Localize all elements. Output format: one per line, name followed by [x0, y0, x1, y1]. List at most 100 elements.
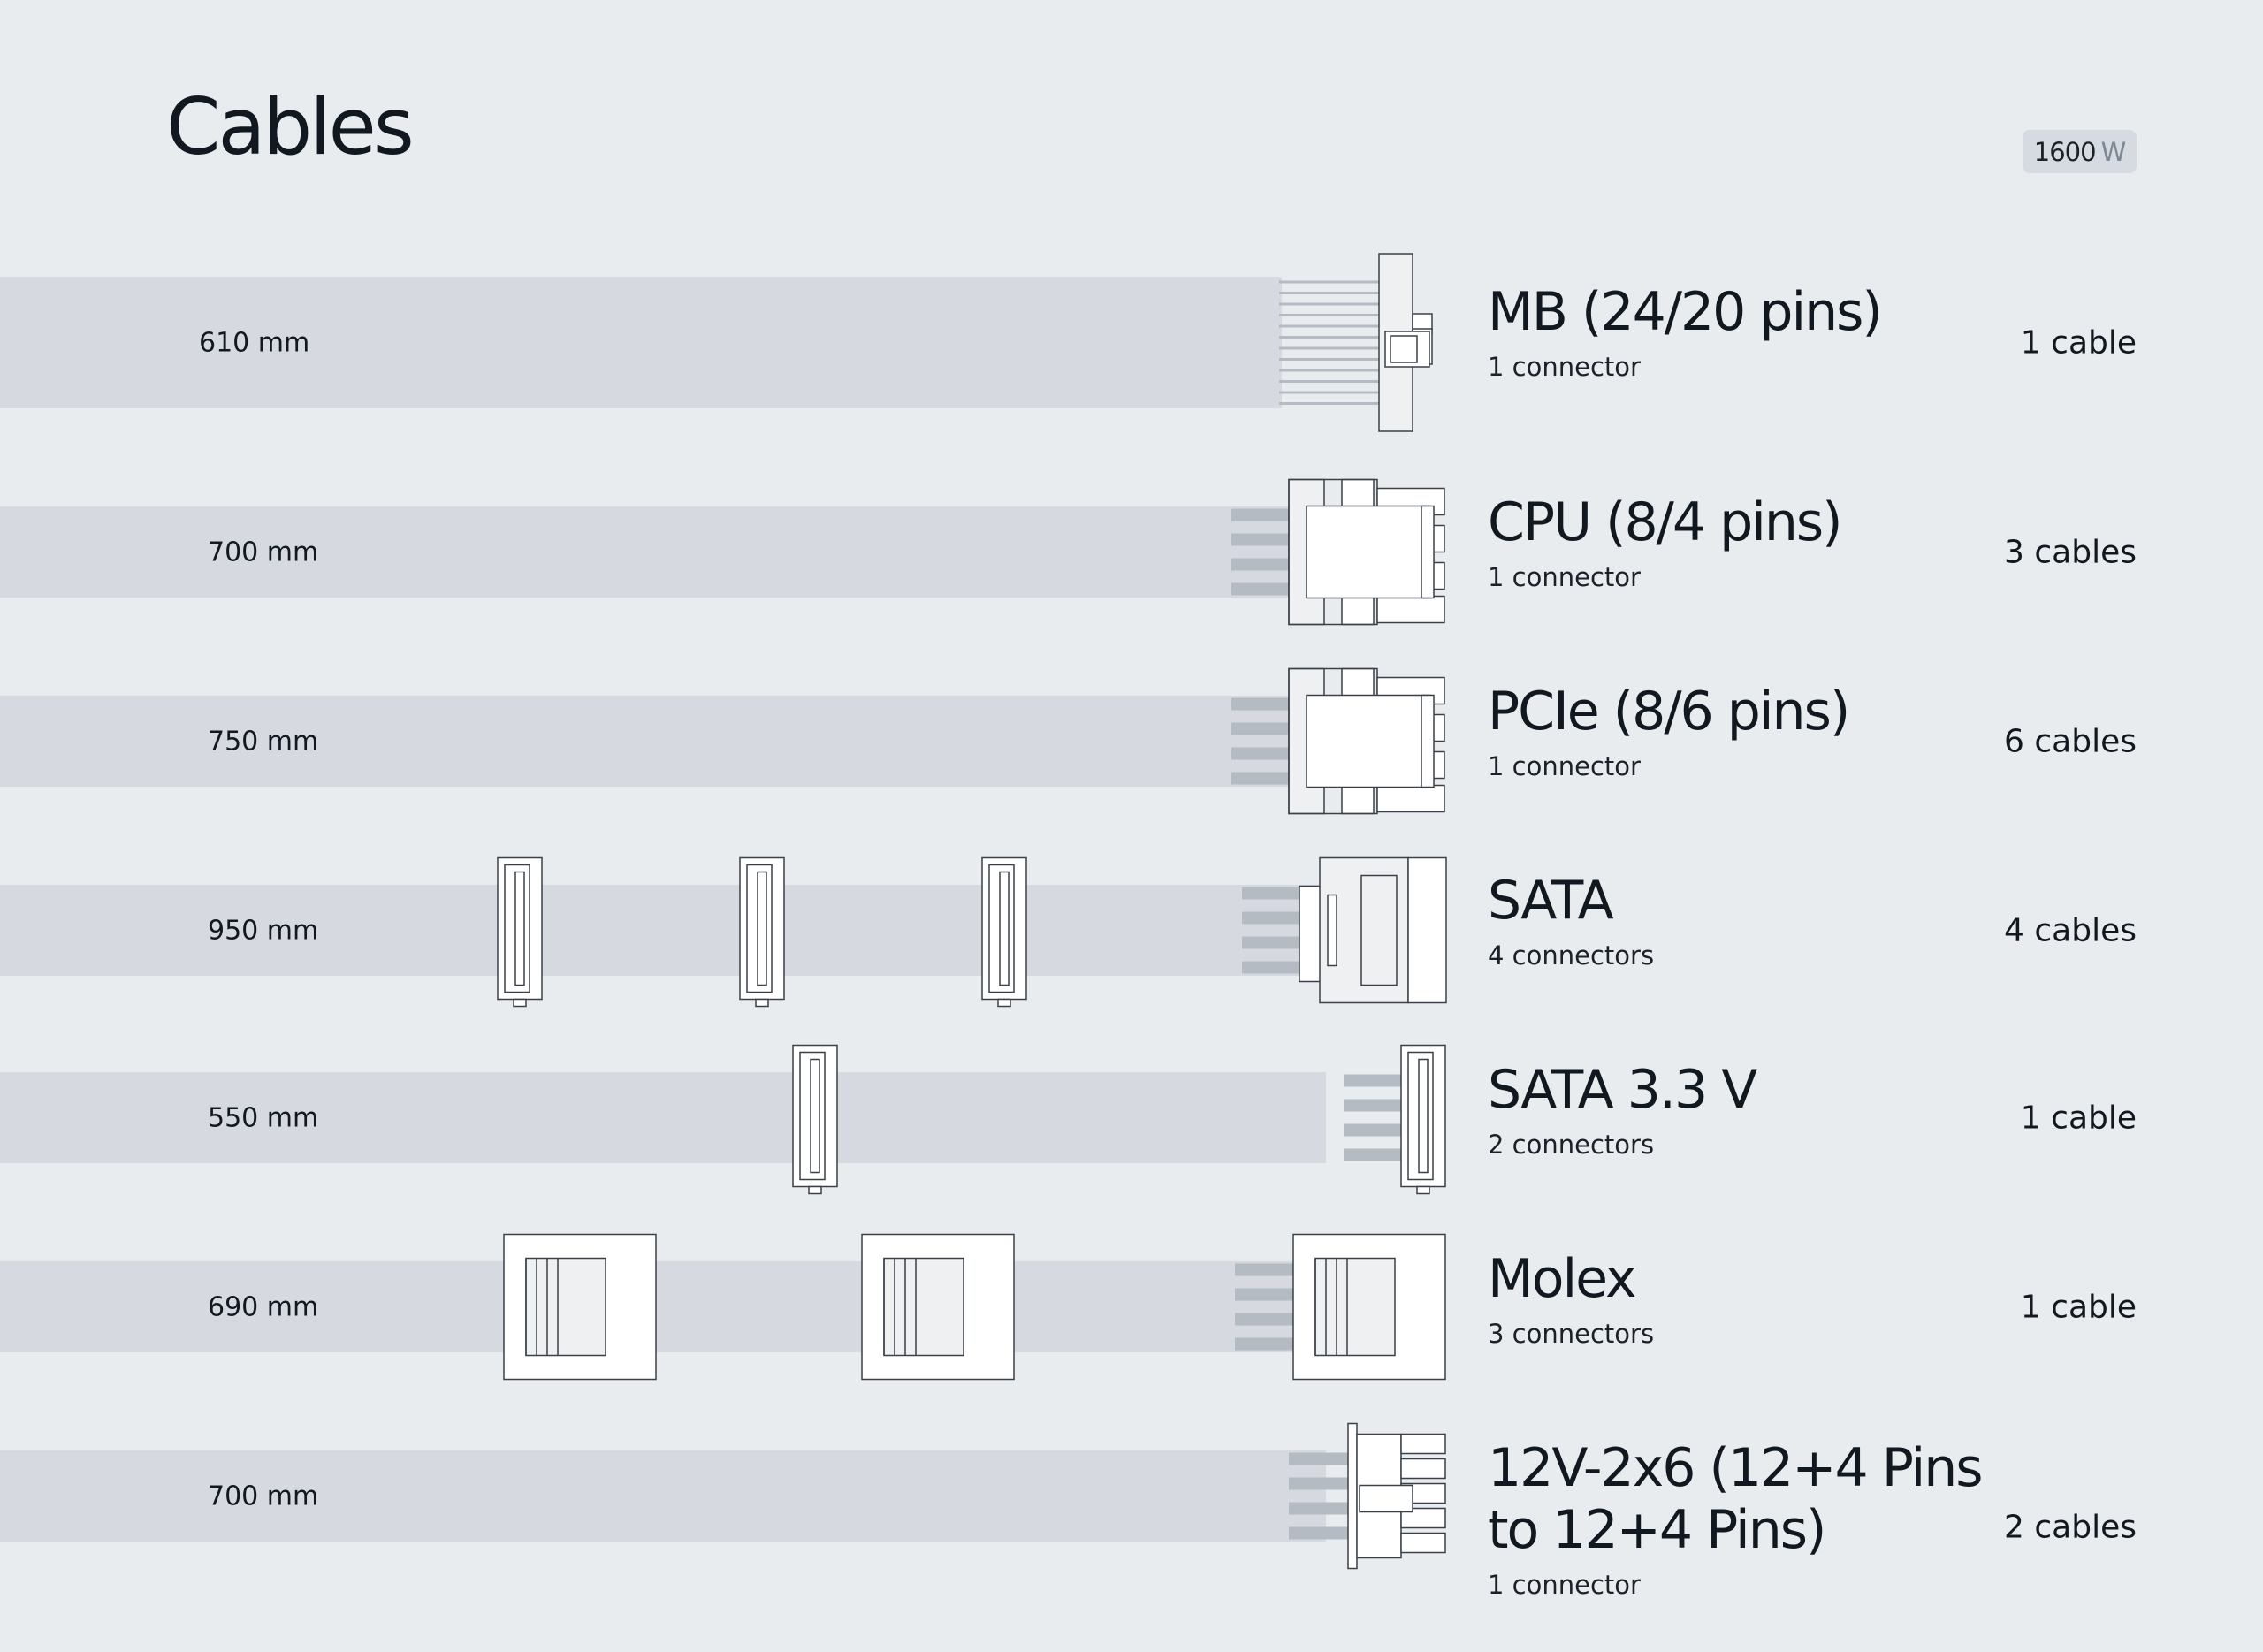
cable-length: 750 mm: [208, 726, 319, 757]
wire-icon: [1231, 508, 1291, 521]
pcie-connector-icon: [1421, 694, 1435, 788]
connector-count: 4 connectors: [1488, 940, 1655, 971]
12v-connector-icon: [1347, 1422, 1358, 1570]
cable-name: 12V-2x6 (12+4 Pins to 12+4 Pins): [1488, 1437, 1984, 1561]
wire-icon: [1242, 911, 1301, 925]
molex-connector-icon: [883, 1257, 964, 1357]
connector-count: 1 connector: [1488, 562, 1641, 592]
cable-length: 550 mm: [208, 1102, 319, 1133]
wire-icon: [1344, 1148, 1403, 1161]
sata-connector-icon: [1407, 856, 1447, 1004]
cable-count: 1 cable: [2020, 1289, 2137, 1325]
wattage-unit: W: [2100, 136, 2127, 167]
cable-name: Molex: [1488, 1248, 1637, 1310]
wire-icon: [1279, 324, 1379, 328]
cable-name: CPU (8/4 pins): [1488, 491, 1843, 553]
wire-icon: [1242, 961, 1301, 974]
wire-icon: [1279, 314, 1379, 316]
sata-inline-connector-icon: [757, 871, 767, 986]
cable-length: 700 mm: [208, 1481, 319, 1511]
cable-name: MB (24/20 pins): [1488, 281, 1883, 343]
wire-icon: [1231, 747, 1291, 760]
wire-icon: [1289, 1502, 1350, 1515]
wire-icon: [1231, 772, 1291, 785]
cpu-connector-icon: [1421, 505, 1435, 599]
cable-length: 700 mm: [208, 537, 319, 567]
sata-connector-icon: [1327, 894, 1337, 967]
cable-length: 690 mm: [208, 1291, 319, 1322]
cable-name: PCIe (8/6 pins): [1488, 681, 1850, 742]
connector-count: 1 connector: [1488, 352, 1641, 382]
sata-inline-connector-icon: [1416, 1185, 1430, 1195]
sata-inline-connector-icon: [999, 871, 1010, 986]
wire-icon: [1344, 1123, 1403, 1137]
connector-count: 1 connector: [1488, 751, 1641, 781]
cable-band: [0, 1072, 1326, 1163]
cable-count: 3 cables: [2004, 534, 2137, 570]
sata-inline-connector-icon: [808, 1185, 822, 1195]
connector-count: 2 connectors: [1488, 1130, 1655, 1160]
12v-connector-icon: [1400, 1433, 1446, 1455]
cable-count: 1 cable: [2020, 1100, 2137, 1136]
wire-icon: [1231, 722, 1291, 735]
wattage-value: 1600: [2033, 136, 2097, 167]
wire-icon: [1235, 1288, 1295, 1301]
cable-length: 950 mm: [208, 915, 319, 946]
sata-inline-connector-icon: [513, 998, 527, 1008]
cable-name: SATA: [1488, 870, 1614, 932]
wire-icon: [1279, 380, 1379, 383]
wire-icon: [1279, 369, 1379, 372]
wire-icon: [1344, 1074, 1403, 1087]
mb-connector-icon: [1390, 335, 1418, 363]
wire-icon: [1279, 336, 1379, 339]
wire-icon: [1242, 936, 1301, 949]
wire-icon: [1289, 1477, 1350, 1490]
cable-length: 610 mm: [199, 327, 310, 358]
cable-band: [0, 885, 1326, 976]
wire-icon: [1235, 1263, 1295, 1276]
connector-count: 3 connectors: [1488, 1319, 1655, 1349]
wire-icon: [1242, 887, 1301, 900]
sata-inline-connector-icon: [997, 998, 1011, 1008]
page-title: Cables: [166, 81, 415, 172]
cable-band: [0, 506, 1326, 598]
cable-band: [0, 1261, 1326, 1352]
sata-inline-connector-icon: [514, 871, 525, 986]
wire-icon: [1235, 1313, 1295, 1326]
wire-icon: [1279, 302, 1379, 306]
wire-icon: [1279, 346, 1379, 350]
cable-count: 4 cables: [2004, 912, 2137, 948]
cable-band: [0, 696, 1326, 787]
cable-count: 6 cables: [2004, 723, 2137, 759]
cable-count: 2 cables: [2004, 1509, 2137, 1546]
wire-icon: [1279, 280, 1379, 284]
cable-count: 1 cable: [2020, 324, 2137, 361]
12v-connector-icon: [1359, 1484, 1413, 1513]
wire-icon: [1231, 697, 1291, 711]
pcie-connector-icon: [1376, 784, 1445, 813]
12v-connector-icon: [1400, 1507, 1446, 1529]
sata-connector-icon: [1299, 885, 1322, 983]
cable-band: [0, 277, 1282, 408]
pcie-connector-icon: [1306, 694, 1431, 788]
wire-icon: [1235, 1337, 1295, 1351]
12v-connector-icon: [1400, 1532, 1446, 1554]
wire-icon: [1289, 1452, 1350, 1465]
wire-icon: [1279, 358, 1379, 361]
wire-icon: [1279, 391, 1379, 394]
cable-name: SATA 3.3 V: [1488, 1059, 1757, 1121]
sata-inline-connector-icon: [810, 1058, 820, 1174]
wire-icon: [1231, 533, 1291, 546]
sata-inline-connector-icon: [1418, 1058, 1429, 1174]
wire-icon: [1289, 1526, 1350, 1540]
wire-icon: [1231, 558, 1291, 571]
molex-connector-icon: [525, 1257, 606, 1357]
wire-icon: [1279, 402, 1379, 405]
sata-inline-connector-icon: [755, 998, 769, 1008]
connector-count: 1 connector: [1488, 1570, 1641, 1600]
12v-connector-icon: [1400, 1458, 1446, 1480]
cpu-connector-icon: [1306, 505, 1431, 599]
sata-connector-icon: [1360, 874, 1398, 986]
